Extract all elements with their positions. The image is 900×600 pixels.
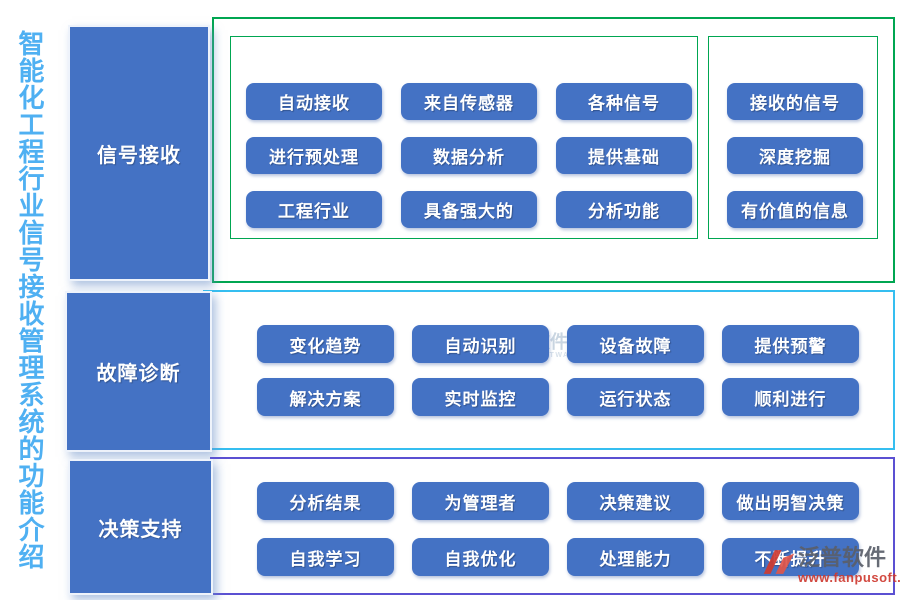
feature-button[interactable]: 自我优化 bbox=[412, 538, 549, 576]
button-group: 接收的信号深度挖掘有价值的信息 bbox=[709, 37, 877, 228]
feature-button[interactable]: 具备强大的 bbox=[401, 191, 537, 228]
page-title: 智能化工程行业信号接收管理系统的功能介绍 bbox=[15, 30, 45, 570]
feature-button[interactable]: 实时监控 bbox=[412, 378, 549, 416]
feature-button[interactable]: 来自传感器 bbox=[401, 83, 537, 120]
feature-button[interactable]: 有价值的信息 bbox=[727, 191, 863, 228]
fanpu-logo-icon bbox=[762, 546, 796, 583]
section-label-signal-reception[interactable]: 信号接收 bbox=[68, 25, 210, 281]
feature-button[interactable]: 做出明智决策 bbox=[722, 482, 859, 520]
feature-button[interactable]: 分析功能 bbox=[556, 191, 692, 228]
section1-group-box-left: 自动接收来自传感器各种信号进行预处理数据分析提供基础工程行业具备强大的分析功能 bbox=[230, 36, 698, 239]
feature-button[interactable]: 数据分析 bbox=[401, 137, 537, 174]
feature-button[interactable]: 设备故障 bbox=[567, 325, 704, 363]
feature-button[interactable]: 处理能力 bbox=[567, 538, 704, 576]
feature-button[interactable]: 顺利进行 bbox=[722, 378, 859, 416]
feature-button[interactable]: 自动识别 bbox=[412, 325, 549, 363]
button-group: 自动接收来自传感器各种信号进行预处理数据分析提供基础工程行业具备强大的分析功能 bbox=[231, 37, 697, 228]
section1-group-box-right: 接收的信号深度挖掘有价值的信息 bbox=[708, 36, 878, 239]
feature-button[interactable]: 解决方案 bbox=[257, 378, 394, 416]
feature-button[interactable]: 分析结果 bbox=[257, 482, 394, 520]
section1-outline: 自动接收来自传感器各种信号进行预处理数据分析提供基础工程行业具备强大的分析功能 … bbox=[212, 17, 895, 283]
feature-button[interactable]: 自我学习 bbox=[257, 538, 394, 576]
feature-button[interactable]: 变化趋势 bbox=[257, 325, 394, 363]
feature-button[interactable]: 提供基础 bbox=[556, 137, 692, 174]
watermark-brand: 泛普软件 bbox=[798, 545, 887, 570]
feature-button[interactable]: 自动接收 bbox=[246, 83, 382, 120]
watermark-url[interactable]: www.fanpusoft.com bbox=[798, 570, 900, 585]
feature-button[interactable]: 决策建议 bbox=[567, 482, 704, 520]
feature-button[interactable]: 运行状态 bbox=[567, 378, 704, 416]
feature-button[interactable]: 各种信号 bbox=[556, 83, 692, 120]
section-label-decision-support[interactable]: 决策支持 bbox=[68, 459, 213, 595]
feature-button[interactable]: 接收的信号 bbox=[727, 83, 863, 120]
watermark-bottom-right: 泛普软件 www.fanpusoft.com bbox=[762, 546, 900, 585]
feature-button[interactable]: 提供预警 bbox=[722, 325, 859, 363]
feature-button[interactable]: 进行预处理 bbox=[246, 137, 382, 174]
button-group: 分析结果为管理者决策建议做出明智决策自我学习自我优化处理能力不断提升 bbox=[212, 459, 893, 576]
feature-button[interactable]: 深度挖掘 bbox=[727, 137, 863, 174]
feature-button[interactable]: 工程行业 bbox=[246, 191, 382, 228]
section2-outline: 变化趋势自动识别设备故障提供预警解决方案实时监控运行状态顺利进行 bbox=[203, 290, 895, 450]
section3-outline: 分析结果为管理者决策建议做出明智决策自我学习自我优化处理能力不断提升 bbox=[210, 457, 895, 595]
button-group: 变化趋势自动识别设备故障提供预警解决方案实时监控运行状态顺利进行 bbox=[205, 292, 893, 416]
section-label-fault-diagnosis[interactable]: 故障诊断 bbox=[65, 291, 212, 452]
feature-button[interactable]: 为管理者 bbox=[412, 482, 549, 520]
